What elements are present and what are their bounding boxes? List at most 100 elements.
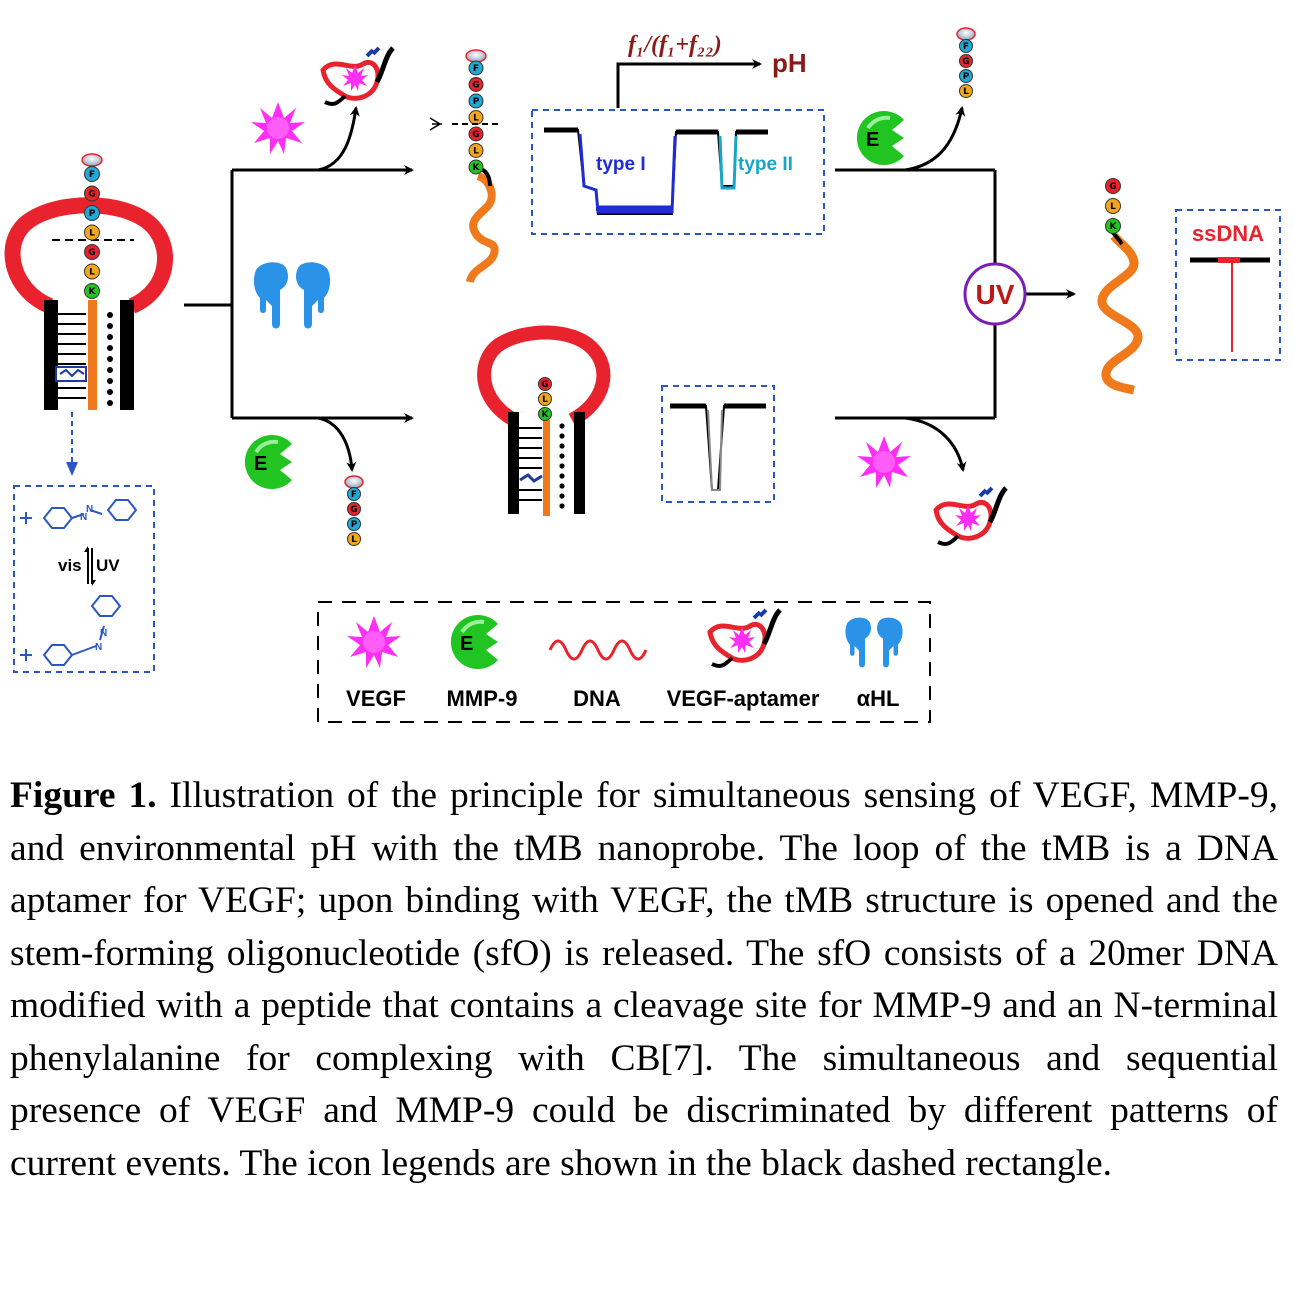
peptide-bead-letter: P xyxy=(963,72,970,82)
azobenzene-linker xyxy=(55,366,87,382)
flow-lines xyxy=(184,59,1076,472)
legend-vegf-label: VEGF xyxy=(346,686,406,711)
trace-box-closed xyxy=(661,385,775,503)
peptide-bead-letter: F xyxy=(351,490,357,500)
uv-irradiation-node: UV xyxy=(963,262,1027,326)
uv-label: UV xyxy=(976,279,1015,310)
peptide-bead-letter: G xyxy=(88,190,95,200)
peptide-bead-letter: P xyxy=(89,209,96,219)
peptide-bead-letter: L xyxy=(1110,202,1116,212)
legend-ahl-label: αHL xyxy=(857,686,900,711)
peptide-bead xyxy=(347,487,361,501)
peptide-bead-letter: G xyxy=(88,248,95,258)
azobenzene-inset: N N N N vis UV xyxy=(13,485,155,673)
peptide-bead-letter: P xyxy=(473,97,480,107)
svg-text:E: E xyxy=(460,633,473,655)
ahl-pore-icon xyxy=(253,262,331,329)
svg-text:N: N xyxy=(86,504,93,515)
peptide-bead xyxy=(468,93,484,109)
vegf-aptamer-complex-icon xyxy=(323,48,393,104)
peptide-bead xyxy=(84,185,100,202)
product-ssdna: GLK xyxy=(1097,178,1143,395)
peptide-bead-letter: L xyxy=(89,268,95,278)
svg-text:N: N xyxy=(95,642,102,653)
legend-aptamer-icon xyxy=(710,610,780,666)
peptide-bead-letter: G xyxy=(472,81,479,91)
vis-label: vis xyxy=(58,556,82,575)
peptide-bead xyxy=(84,224,100,241)
svg-text:N: N xyxy=(100,628,107,639)
peptide-bead-letter: G xyxy=(1109,182,1116,192)
peptide-bead-letter: L xyxy=(473,147,479,157)
ssdna-label: ssDNA xyxy=(1192,221,1264,246)
legend-aptamer-label: VEGF-aptamer xyxy=(667,686,820,711)
peptide-bead-letter: L xyxy=(473,114,479,124)
svg-text:N: N xyxy=(80,512,87,523)
legend-box: E VEGF MMP-9 DNA VEGF-aptamer αHL xyxy=(317,601,931,723)
peptide-bead xyxy=(84,205,100,221)
legend-mmp9-label: MMP-9 xyxy=(447,686,518,711)
cb7-host-icon xyxy=(956,27,976,41)
peptide-bead-letter: F xyxy=(473,64,479,74)
peptide-bead xyxy=(347,517,361,531)
peptide-bead-letter: L xyxy=(89,229,95,239)
trace-box-ssdna: ssDNA xyxy=(1175,209,1281,361)
peptide-bead xyxy=(538,377,552,391)
peptide-bead-letter: G xyxy=(962,57,969,67)
peptide-bead xyxy=(84,166,100,182)
peptide-bead-letter: F xyxy=(89,170,95,180)
peptide-bead xyxy=(468,159,484,175)
peptide-bead xyxy=(468,77,484,92)
peptide-bead-letter: P xyxy=(351,520,358,530)
vegf-icon xyxy=(251,102,305,154)
peptide-bead xyxy=(347,532,361,546)
svg-text:E: E xyxy=(254,453,267,475)
caption-label: Figure 1. xyxy=(10,775,157,816)
svg-text:E: E xyxy=(866,129,879,151)
peptide-bead xyxy=(84,263,100,280)
trace-box-type1-type2: type I type II xyxy=(531,109,825,235)
peptide-bead xyxy=(538,407,552,421)
peptide-bead-letter: G xyxy=(472,130,479,140)
peptide-bead xyxy=(1105,178,1121,194)
closed-hairpin: GLK xyxy=(477,325,611,516)
caption-text: Illustration of the principle for simult… xyxy=(10,775,1278,1184)
peptide-bead xyxy=(347,502,361,516)
peptide-bead xyxy=(468,143,484,158)
peptide-bead-letter: K xyxy=(89,287,97,297)
vegf-icon-right xyxy=(857,436,911,488)
peptide-bead-letter: K xyxy=(542,410,550,420)
peptide-bead-letter: K xyxy=(473,163,481,173)
peptide-bead-letter: G xyxy=(541,380,548,390)
type1-label: type I xyxy=(596,154,646,175)
peptide-bead-letter: L xyxy=(351,535,357,545)
ratio-formula: f₁/(f₁+f₂₂) xyxy=(628,32,722,58)
legend-ahl-icon xyxy=(845,617,903,668)
type2-label: type II xyxy=(738,154,793,175)
mmp9-enzyme-icon-right: E xyxy=(854,109,906,167)
legend-mmp9-icon: E xyxy=(448,613,500,671)
peptide-bead-letter: L xyxy=(542,395,548,405)
peptide-bead xyxy=(959,84,973,98)
mmp9-enzyme-icon: E xyxy=(242,433,294,491)
peptide-bead-letter: L xyxy=(963,87,969,97)
peptide-bead xyxy=(959,39,973,53)
peptide-bead xyxy=(538,392,552,406)
peptide-bead-letter: F xyxy=(963,42,969,52)
cb7-host-icon xyxy=(344,475,364,489)
peptide-bead-letter: K xyxy=(1110,222,1118,232)
peptide-bead xyxy=(84,283,100,299)
peptide-bead xyxy=(468,126,484,142)
vegf-aptamer-complex-icon-right xyxy=(936,488,1006,544)
peptide-bead xyxy=(1105,218,1121,234)
legend-vegf-icon xyxy=(347,616,401,668)
uv-small-label: UV xyxy=(96,556,120,575)
peptide-bead xyxy=(959,54,973,68)
peptide-bead-letter: G xyxy=(350,505,357,515)
